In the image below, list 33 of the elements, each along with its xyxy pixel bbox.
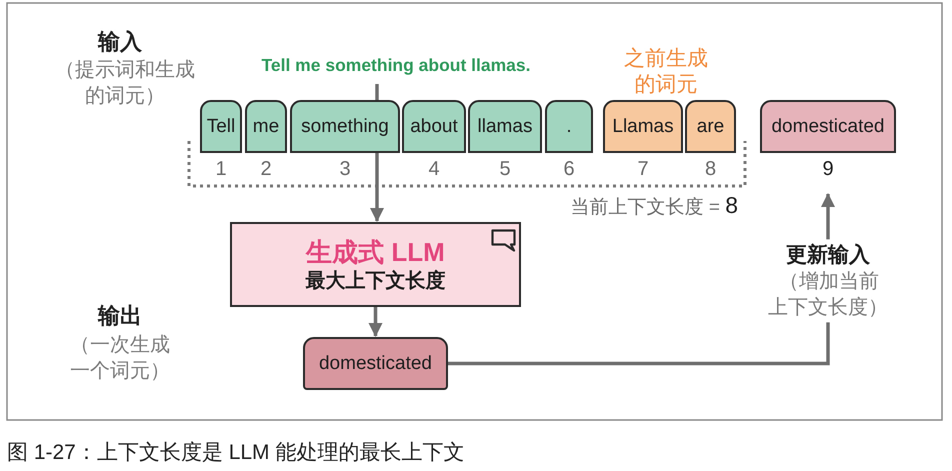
token-position-number: 5 <box>499 158 511 180</box>
section-heading: 输入 <box>98 29 142 56</box>
token-tile: llamas <box>468 100 542 153</box>
prompt-sentence: Tell me something about llamas. <box>261 55 531 76</box>
token-tile: are <box>685 100 736 153</box>
token-tile: me <box>245 100 287 153</box>
token-position-number: 3 <box>339 158 351 180</box>
connector-line <box>375 84 379 100</box>
token-position-number: 8 <box>704 158 716 180</box>
model-title: 生成式 LLM <box>306 236 445 268</box>
token-position-number: 6 <box>563 158 575 180</box>
token-tile: domesticated <box>760 100 896 153</box>
token-tile: about <box>402 100 466 153</box>
model-box <box>230 222 521 307</box>
token-position-number: 1 <box>215 158 227 180</box>
token-tile: Tell <box>200 100 242 153</box>
model-subtitle: 最大上下文长度 <box>306 268 446 294</box>
token-position-number: 2 <box>260 158 272 180</box>
annotation: 之前生成的词元 <box>623 46 709 98</box>
context-length-label: 当前上下文长度 = 8 <box>570 192 738 220</box>
token-position-number: 9 <box>822 158 834 180</box>
token-position-number: 7 <box>637 158 649 180</box>
token-tile: . <box>545 100 593 153</box>
section-note: （提示词和生成的词元） <box>54 58 196 109</box>
arrow <box>368 307 382 337</box>
token-tile: something <box>290 100 400 153</box>
section-note: （一次生成一个词元） <box>70 333 170 384</box>
section-heading: 输出 <box>98 303 142 330</box>
arrow <box>370 153 384 222</box>
figure-caption: 图 1-27：上下文长度是 LLM 能处理的最长上下文 <box>7 440 464 466</box>
token-position-number: 4 <box>428 158 440 180</box>
token-tile: Llamas <box>603 100 683 153</box>
output-token-tile: domesticated <box>303 337 448 390</box>
